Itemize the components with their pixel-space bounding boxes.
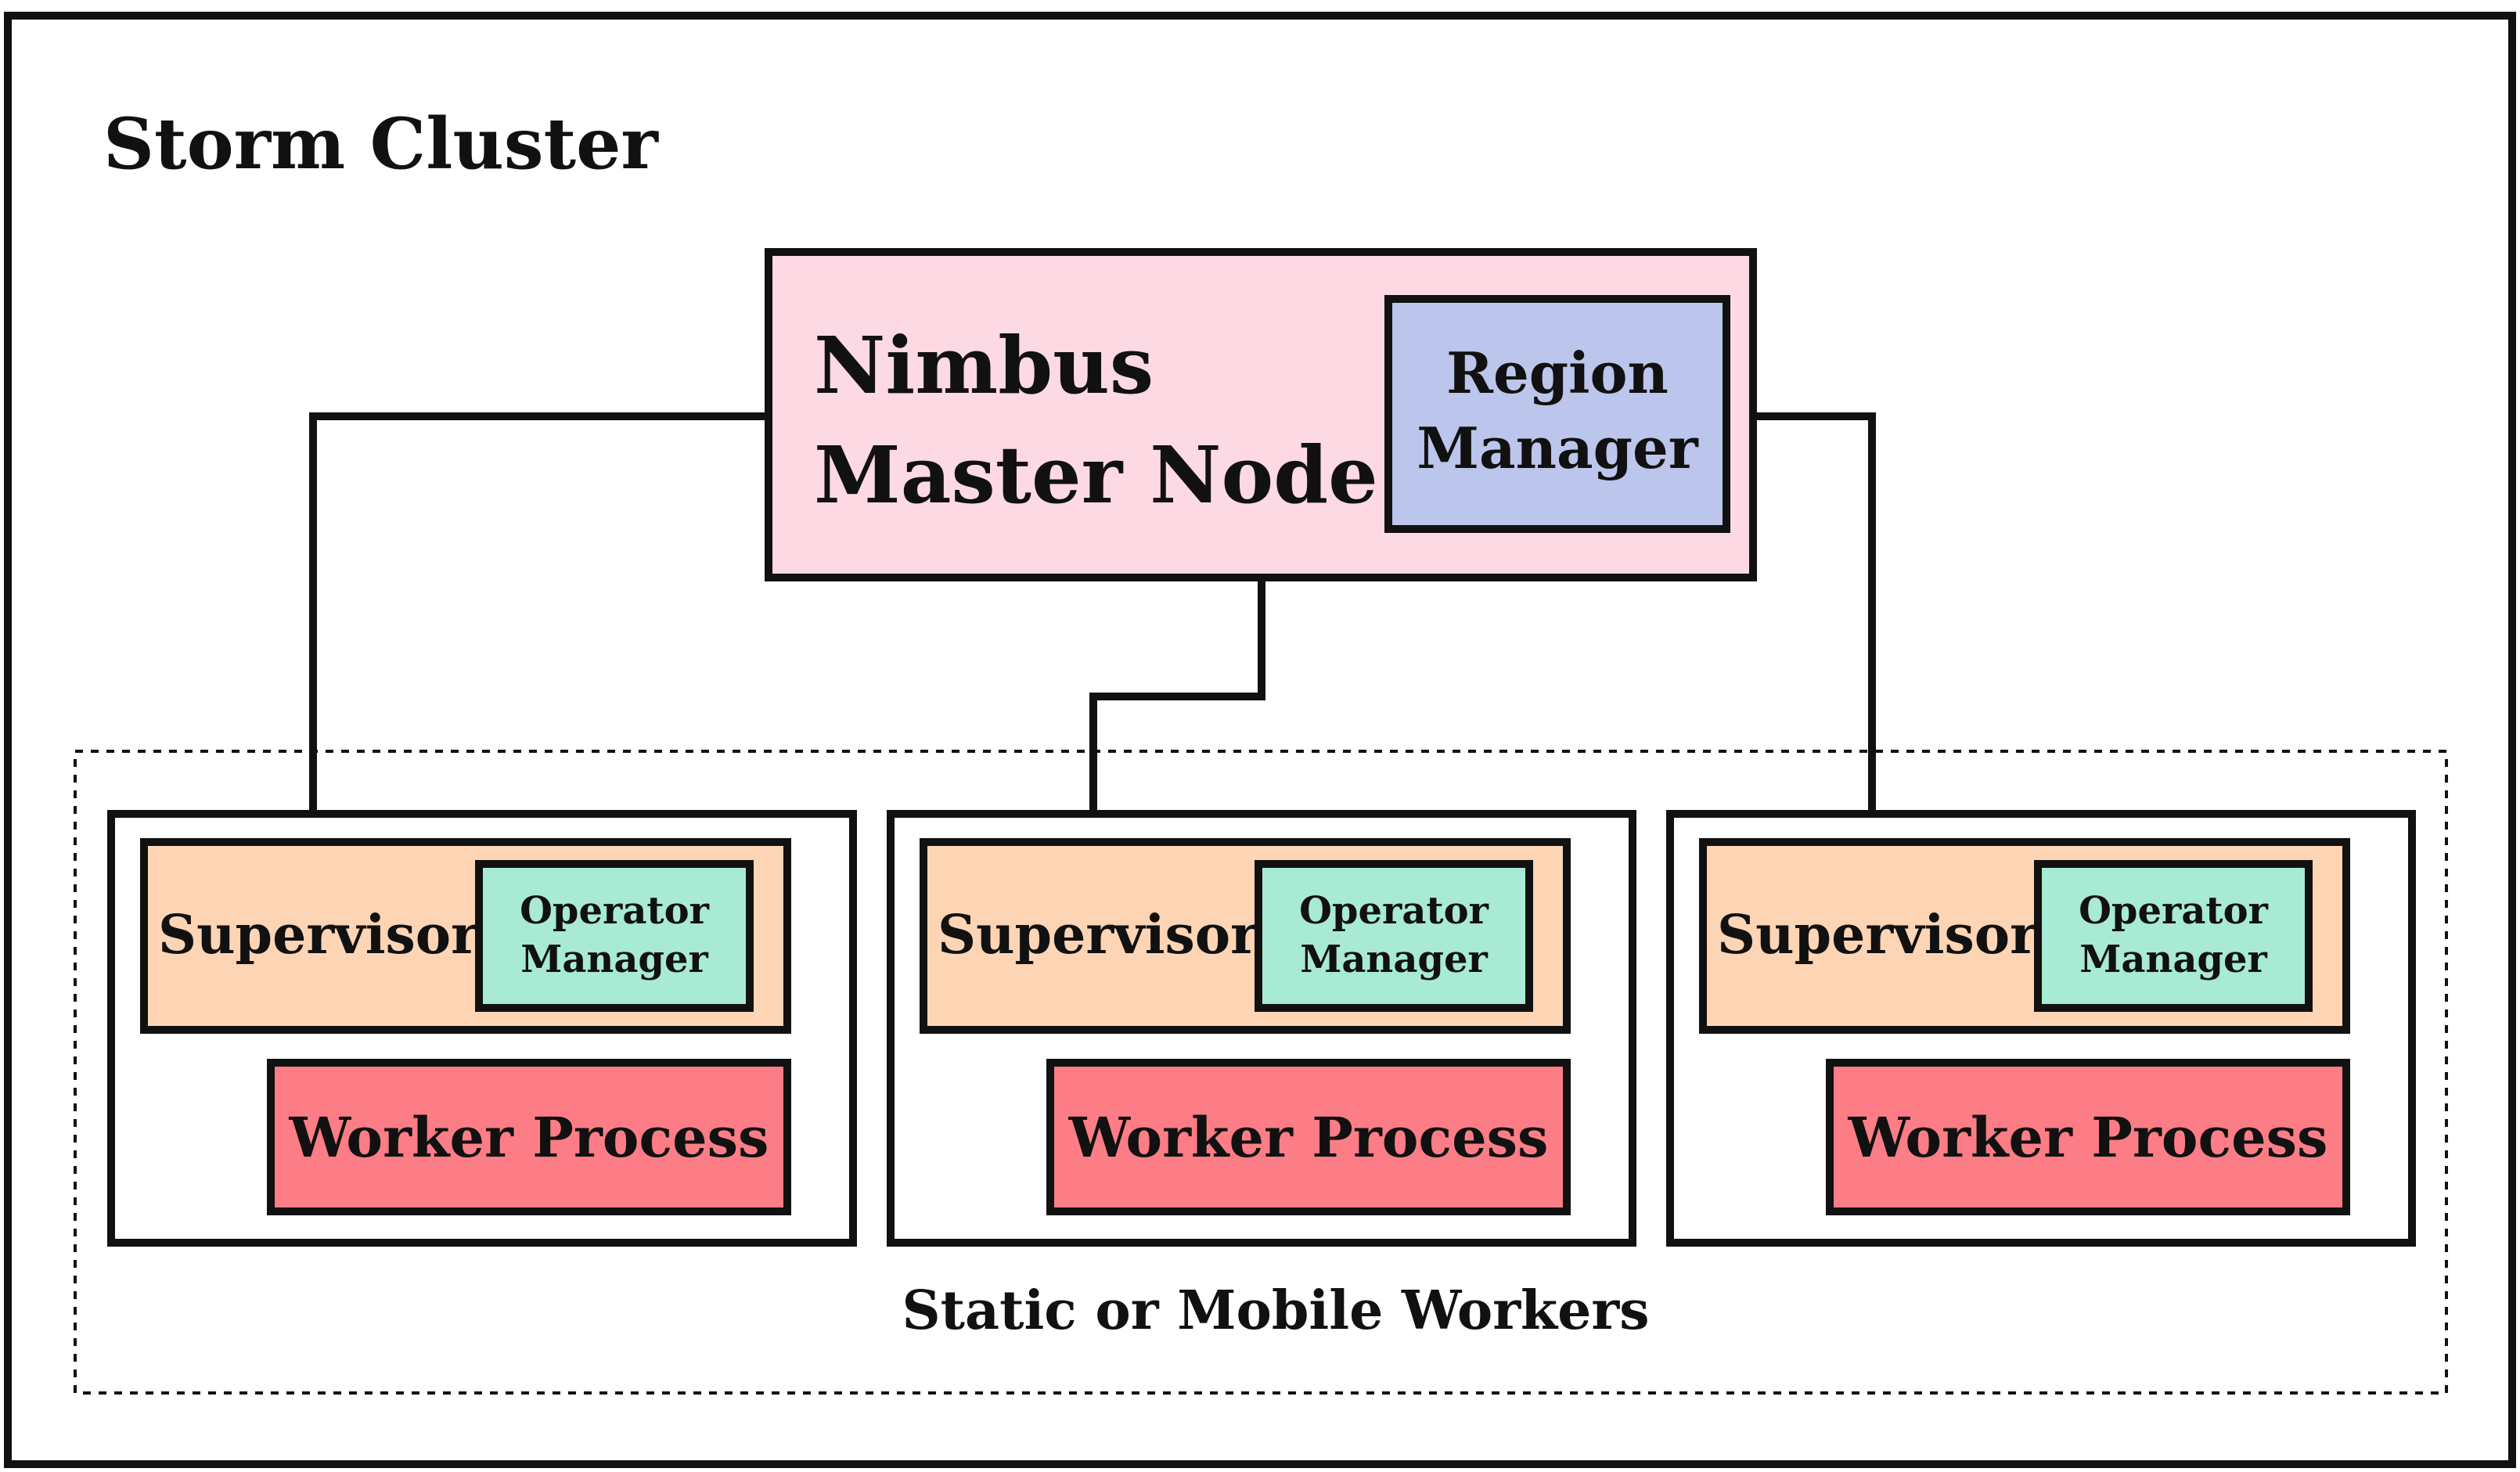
master-node-label: Master Node: [814, 429, 1378, 521]
nimbus-label: Nimbus: [814, 319, 1154, 412]
storm-cluster-frame: [4, 12, 2516, 1468]
workers-group-frame: [74, 750, 2448, 1395]
worker-node-3: Supervisor Operator Manager Worker Proce…: [1666, 810, 2416, 1247]
supervisor-label: Supervisor: [1717, 904, 2039, 966]
operator-label: Operator: [520, 889, 709, 933]
operator-label: Operator: [2079, 889, 2268, 933]
worker-process-label: Worker Process: [1848, 1105, 2328, 1170]
worker-node-1: Supervisor Operator Manager Worker Proce…: [107, 810, 857, 1247]
operator-manager-box: [2034, 860, 2313, 1012]
worker-process-box: [267, 1059, 791, 1215]
manager-label: Manager: [1417, 415, 1699, 481]
connector-center: [1074, 578, 1265, 880]
connector-right: [1753, 412, 1892, 880]
worker-node-2: Supervisor Operator Manager Worker Proce…: [887, 810, 1636, 1247]
connector-left: [293, 412, 769, 880]
worker-process-box: [1826, 1059, 2350, 1215]
operator-manager-box: [1255, 860, 1533, 1012]
worker-process-box: [1046, 1059, 1571, 1215]
supervisor-label: Supervisor: [938, 904, 1259, 966]
cluster-title: Storm Cluster: [103, 103, 659, 185]
worker-process-label: Worker Process: [289, 1105, 769, 1170]
operator-manager-label: Manager: [2079, 938, 2267, 981]
supervisor-label: Supervisor: [158, 904, 480, 966]
worker-process-label: Worker Process: [1068, 1105, 1549, 1170]
operator-label: Operator: [1299, 889, 1489, 933]
region-label: Region: [1446, 340, 1669, 406]
operator-manager-box: [475, 860, 754, 1012]
workers-group-label: Static or Mobile Workers: [902, 1279, 1649, 1342]
operator-manager-label: Manager: [1300, 938, 1488, 981]
region-manager-box: [1384, 295, 1730, 533]
operator-manager-label: Manager: [520, 938, 708, 981]
